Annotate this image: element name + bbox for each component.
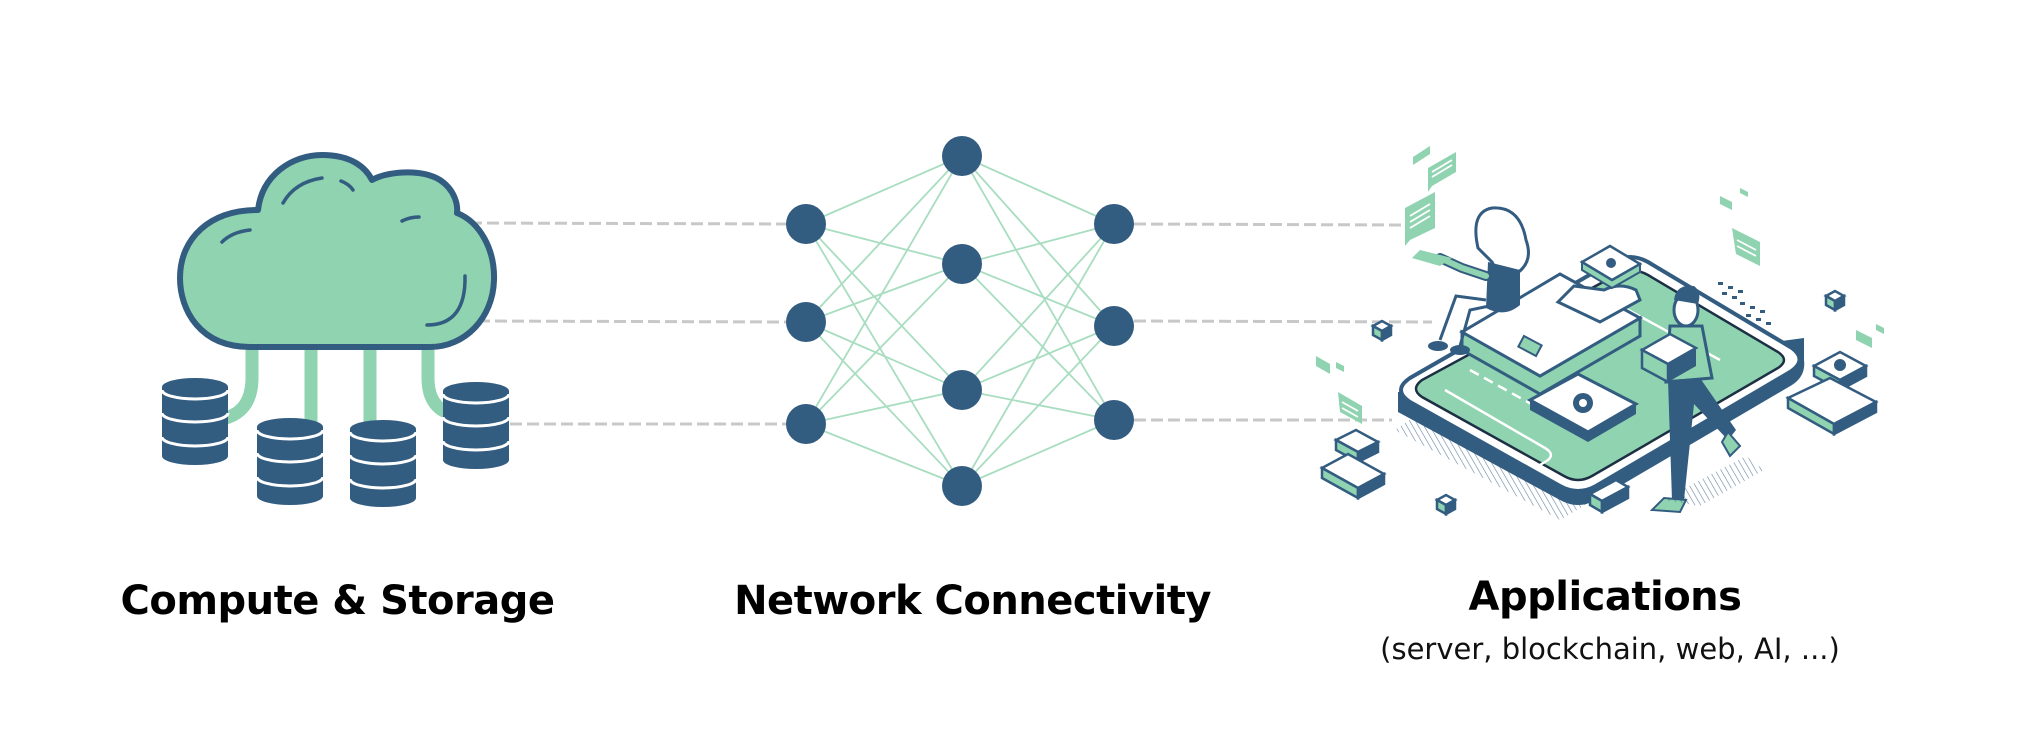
network-node xyxy=(942,244,982,284)
connector-line xyxy=(1133,222,1403,227)
section-subtitle-applications: (server, blockchain, web, AI, ...) xyxy=(1380,632,1840,666)
network-node xyxy=(1094,204,1134,244)
network-edge xyxy=(961,155,1115,225)
network-edge xyxy=(805,223,963,487)
chat-bubble-icon xyxy=(1876,324,1884,334)
network-edge xyxy=(805,155,963,323)
cloud-icon xyxy=(177,152,498,350)
section-title-network-connectivity: Network Connectivity xyxy=(734,578,1211,624)
neural-network-icon xyxy=(786,136,1134,506)
network-edge xyxy=(805,263,963,425)
hand-pointer xyxy=(1555,284,1642,324)
network-node xyxy=(1094,400,1134,440)
network-node xyxy=(786,302,826,342)
database-icon xyxy=(160,378,230,465)
gear-icon xyxy=(1606,258,1616,268)
chat-bubble-icon xyxy=(1856,330,1872,348)
cloud-pipes xyxy=(223,345,455,425)
network-edge xyxy=(805,155,963,225)
network-edge xyxy=(805,223,963,391)
database-group xyxy=(160,378,511,507)
database-icon xyxy=(441,382,511,469)
network-node xyxy=(942,136,982,176)
chat-bubble-icon xyxy=(1405,192,1435,246)
network-edge xyxy=(961,325,1115,487)
chat-bubble-lines xyxy=(1341,159,1757,418)
database-icon xyxy=(348,420,418,507)
floating-blocks xyxy=(1319,289,1879,517)
chat-bubble-icon xyxy=(1740,188,1748,197)
network-edge xyxy=(805,263,963,323)
gear-icon xyxy=(1834,359,1846,371)
chat-bubble-icon xyxy=(1336,362,1344,372)
section-title-applications: Applications xyxy=(1468,574,1742,620)
connector-line xyxy=(469,221,787,226)
small-chip xyxy=(1517,334,1543,358)
network-edge xyxy=(805,321,963,391)
network-node xyxy=(942,466,982,506)
network-edge xyxy=(805,389,963,425)
network-node xyxy=(1094,306,1134,346)
connectors-network-to-applications xyxy=(1133,222,1433,422)
chat-bubble-icon xyxy=(1316,356,1330,374)
network-edge xyxy=(961,263,1115,327)
screen-dots xyxy=(1718,282,1771,325)
network-edge xyxy=(961,223,1115,487)
cloud-highlights xyxy=(220,176,467,327)
isometric-phone-apps-illustration xyxy=(1316,146,1884,520)
network-edge xyxy=(961,419,1115,487)
network-edge xyxy=(805,155,963,425)
network-node xyxy=(786,204,826,244)
gear-card-side xyxy=(1530,400,1636,442)
network-edge xyxy=(961,325,1115,391)
network-node xyxy=(786,404,826,444)
man-figure xyxy=(1639,285,1742,514)
connectors-compute-to-network xyxy=(469,221,787,426)
network-edge xyxy=(805,223,963,265)
man-shadow xyxy=(1664,456,1764,506)
connector-line xyxy=(477,319,787,324)
chat-bubble-icon xyxy=(1732,228,1760,266)
network-edge xyxy=(805,423,963,487)
database-icon xyxy=(255,418,325,505)
section-title-compute-storage: Compute & Storage xyxy=(120,578,556,624)
network-edge xyxy=(961,223,1115,265)
network-edge xyxy=(961,223,1115,391)
network-edge xyxy=(961,155,1115,421)
network-edge xyxy=(805,321,963,487)
gear-hole xyxy=(1579,399,1587,407)
network-edge xyxy=(961,263,1115,421)
network-edge xyxy=(961,155,1115,327)
cloud-with-databases-icon xyxy=(160,152,511,507)
network-node xyxy=(942,370,982,410)
network-edges xyxy=(805,155,1115,487)
chat-bubble-icon xyxy=(1720,196,1732,210)
network-nodes xyxy=(786,136,1134,506)
woman-figure xyxy=(1412,206,1530,355)
chat-bubble-icon xyxy=(1413,146,1430,165)
connector-line xyxy=(1133,319,1433,324)
